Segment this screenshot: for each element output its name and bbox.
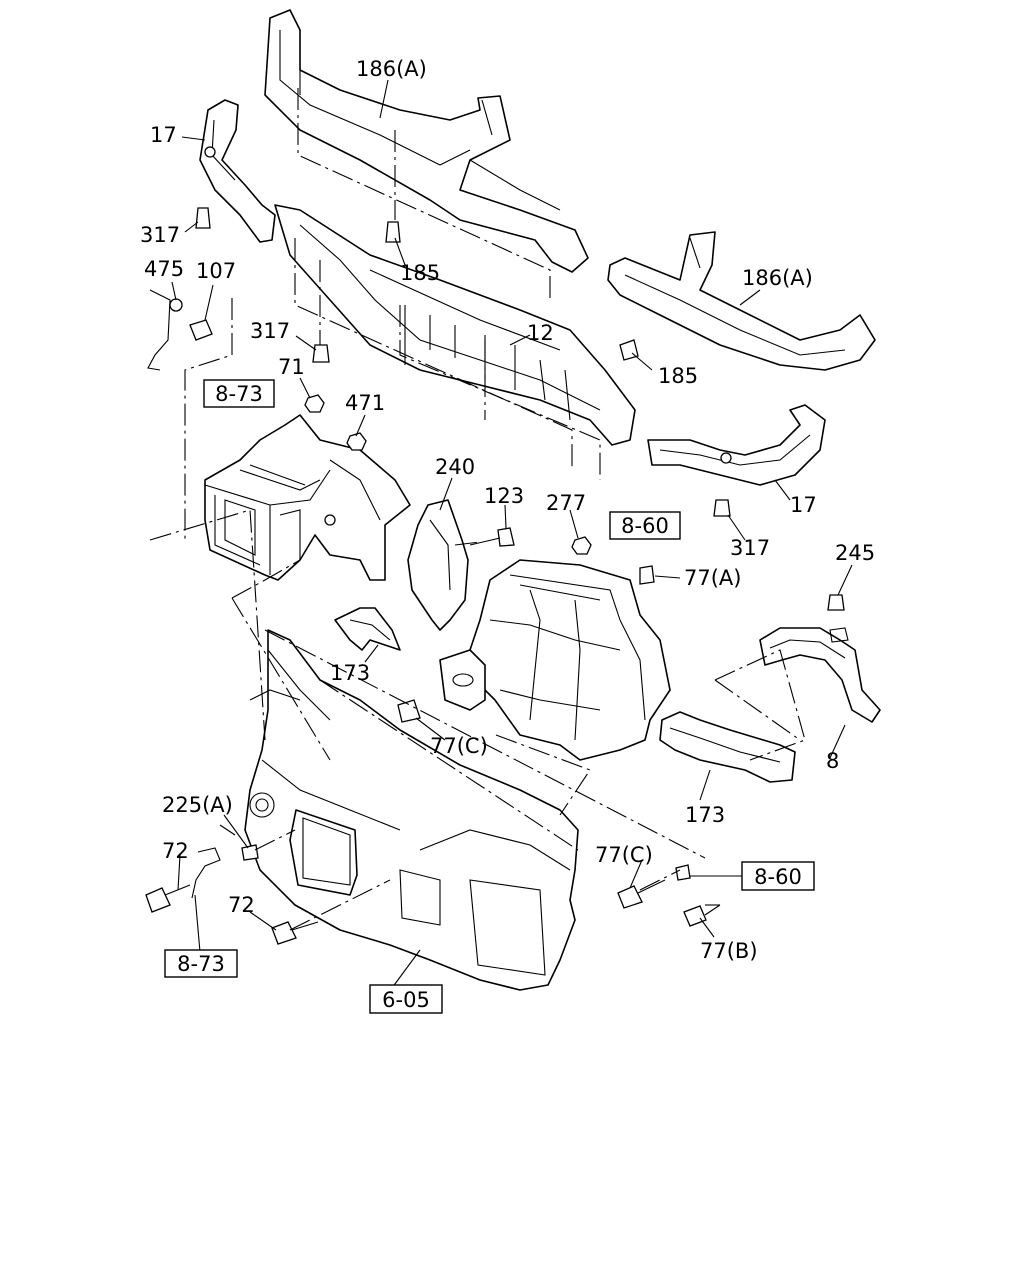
ref-8-73-bottom: 8-73	[177, 952, 225, 976]
label-17-right: 17	[790, 493, 817, 517]
label-72-mid: 72	[228, 893, 255, 917]
assembly-lines	[149, 88, 806, 931]
label-12: 12	[527, 321, 554, 345]
label-72-left: 72	[162, 839, 189, 863]
left-side-vent-duct	[199, 99, 276, 243]
heater-unit-assembly	[439, 559, 671, 761]
ref-8-60-bottom: 8-60	[754, 865, 802, 889]
label-317-mid: 317	[250, 319, 290, 343]
label-107: 107	[196, 259, 236, 283]
label-277: 277	[546, 491, 586, 515]
fasteners	[145, 207, 849, 945]
label-17-left: 17	[150, 123, 177, 147]
label-240: 240	[435, 455, 475, 479]
label-77b: 77(B)	[700, 939, 758, 963]
foot-duct-173-right	[659, 711, 796, 783]
label-173-right: 173	[685, 803, 725, 827]
label-8: 8	[826, 749, 839, 773]
ref-8-73-top: 8-73	[215, 382, 263, 406]
upper-defroster-duct	[264, 9, 589, 273]
label-123: 123	[484, 484, 524, 508]
ref-6-05: 6-05	[382, 988, 430, 1012]
label-245: 245	[835, 541, 875, 565]
side-panel-240	[407, 499, 469, 631]
label-225a: 225(A)	[162, 793, 233, 817]
label-77c-upper: 77(C)	[430, 734, 488, 758]
right-defroster-duct	[607, 231, 876, 371]
label-77c-lower: 77(C)	[595, 843, 653, 867]
label-185-right: 185	[658, 364, 698, 388]
blower-unit-assembly	[204, 414, 411, 581]
dash-panel	[244, 629, 579, 991]
foot-duct-173-left	[334, 607, 401, 651]
right-side-vent-duct	[647, 404, 826, 486]
label-186a-top: 186(A)	[356, 57, 427, 81]
label-71: 71	[278, 355, 305, 379]
label-186a-right: 186(A)	[742, 266, 813, 290]
label-173-left: 173	[330, 661, 370, 685]
callout-labels: 186(A) 17 317 185 475 107 186(A) 317 12 …	[140, 57, 875, 963]
label-185-left: 185	[400, 261, 440, 285]
label-317-left: 317	[140, 223, 180, 247]
center-vent-rail	[274, 204, 636, 446]
label-317-right: 317	[730, 536, 770, 560]
label-475: 475	[144, 257, 184, 281]
label-471: 471	[345, 391, 385, 415]
ref-8-60-top: 8-60	[621, 514, 669, 538]
rear-duct-8	[759, 627, 881, 723]
leader-lines	[171, 79, 853, 989]
reference-boxes: 8-73 8-60 8-60 8-73 6-05	[164, 379, 815, 1014]
label-77a: 77(A)	[684, 566, 741, 590]
